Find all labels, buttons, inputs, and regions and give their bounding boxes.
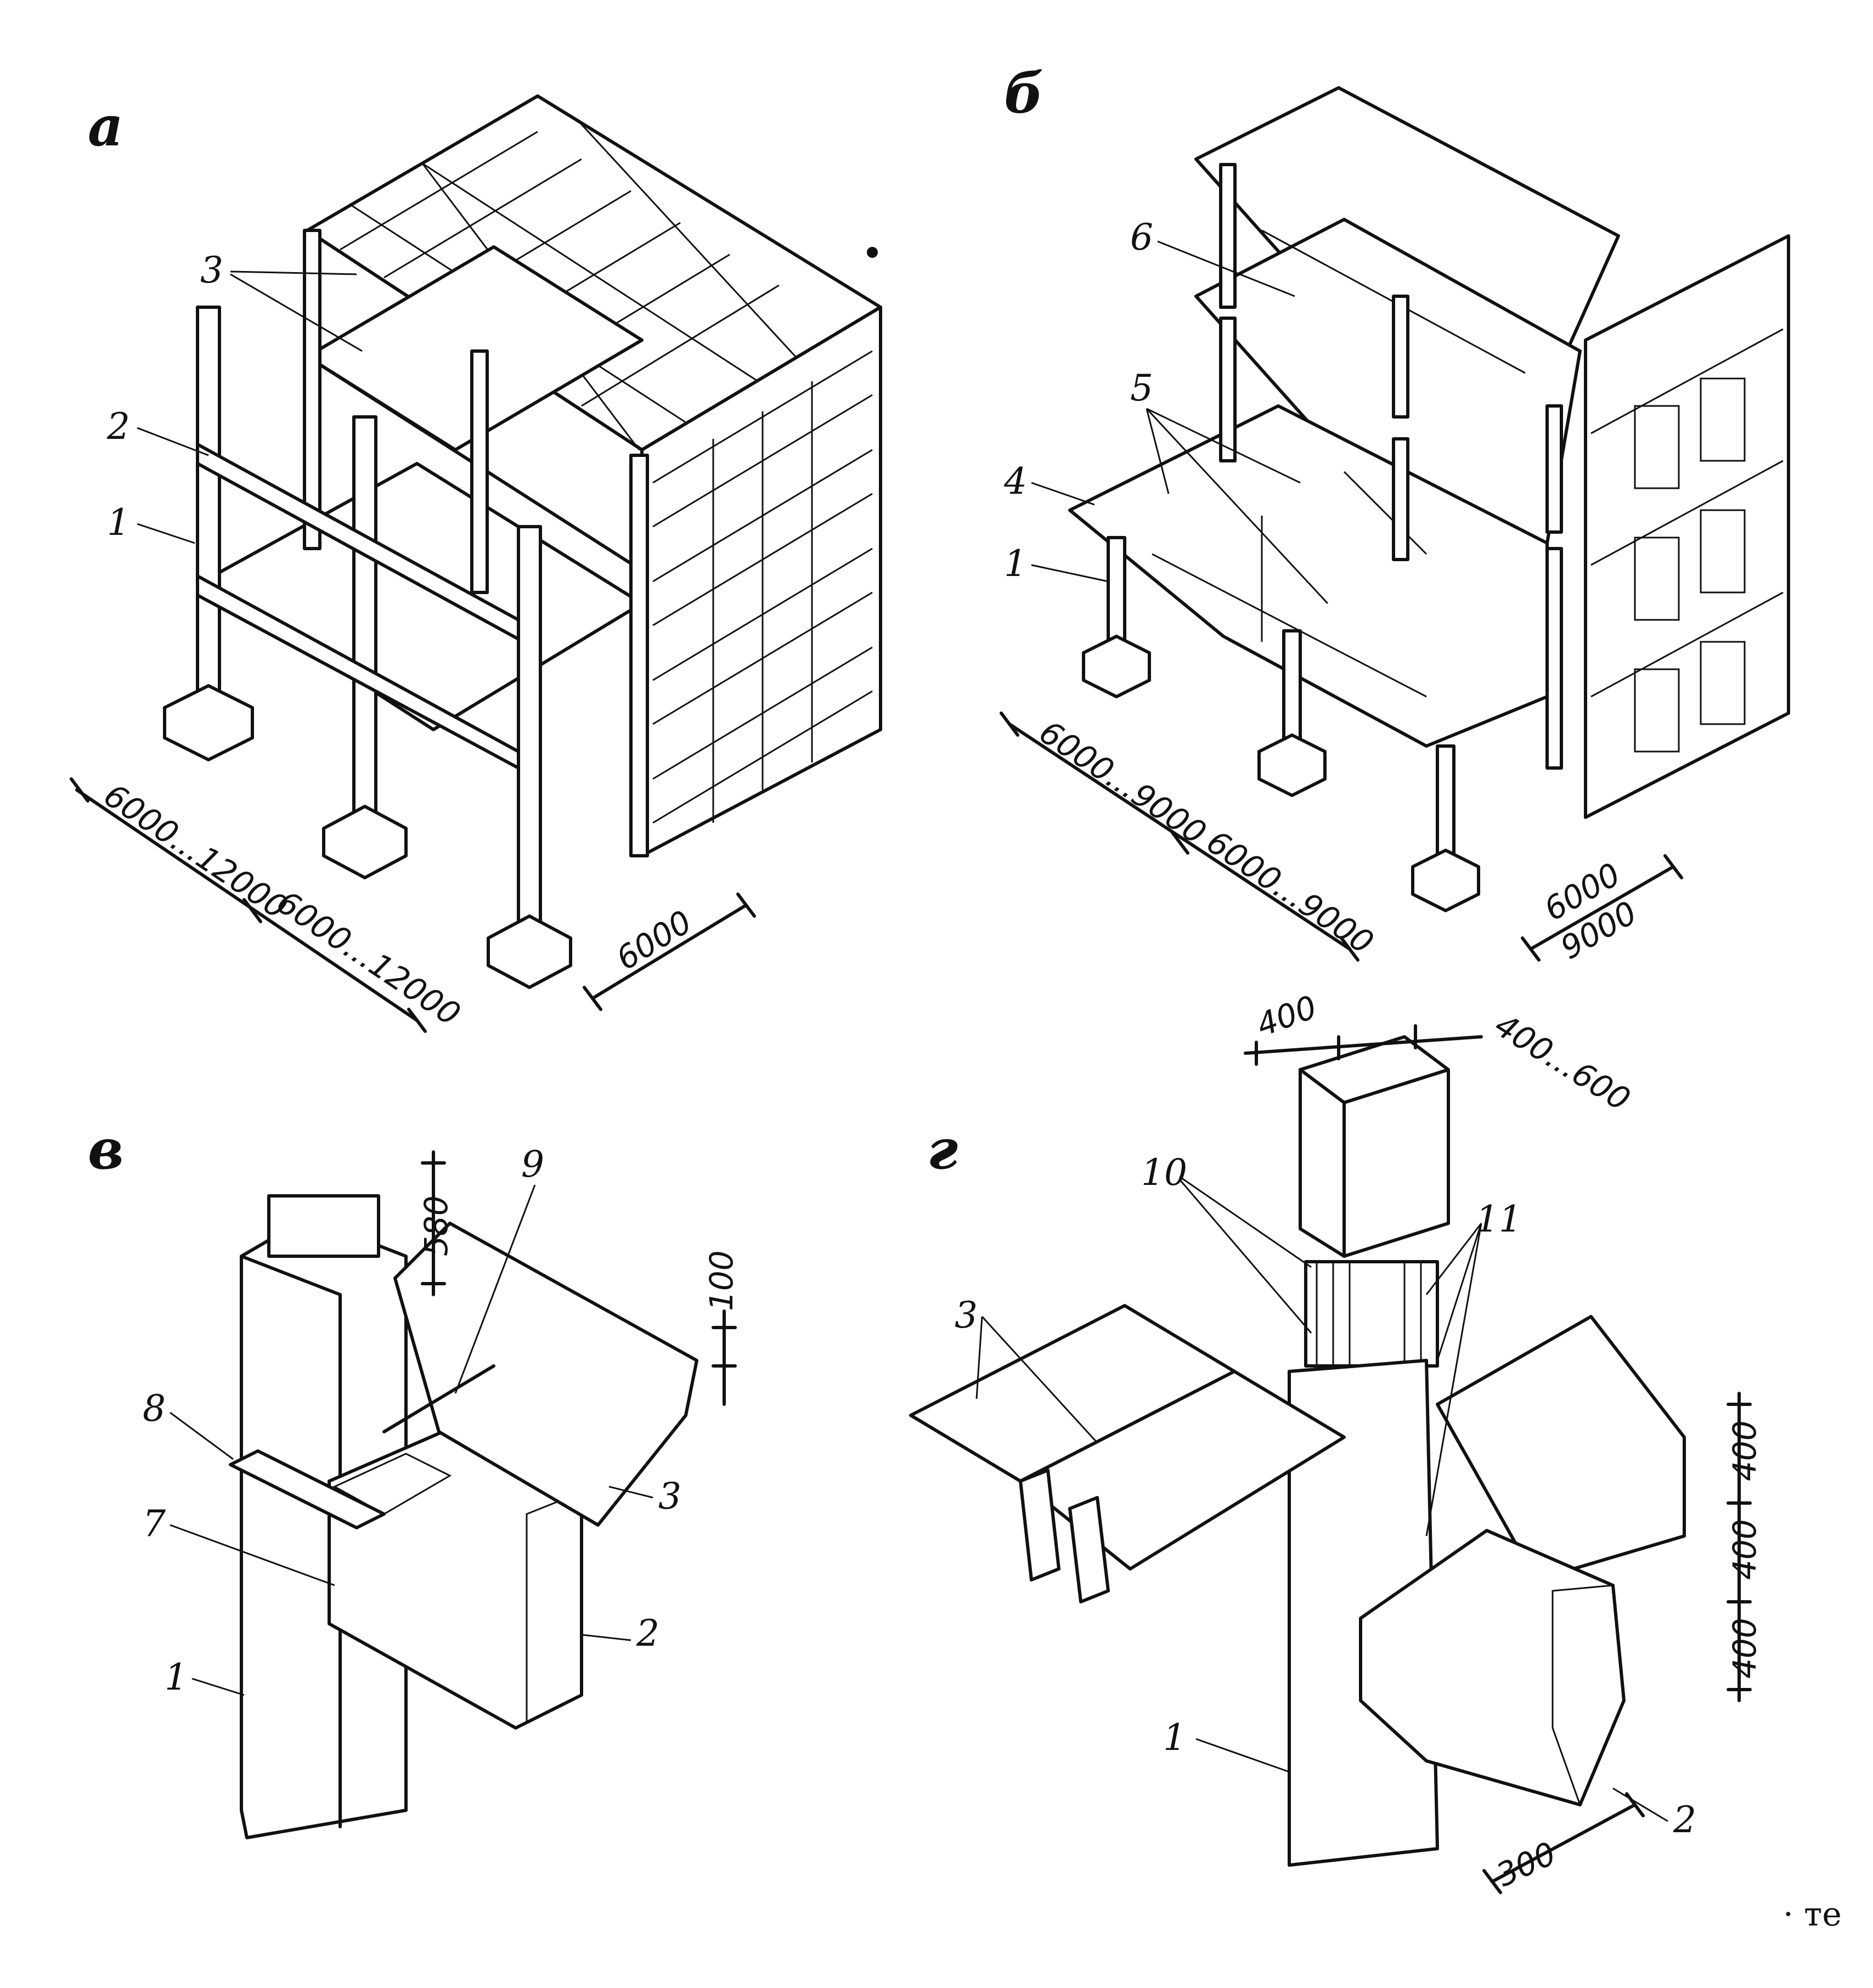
panel-g-slab-rib-2: [1068, 1496, 1110, 1603]
panel-v-tie-bar: [382, 1364, 495, 1433]
panel-g-crossbar-section: [1552, 1584, 1625, 1808]
svg-text:300: 300: [1491, 1834, 1561, 1894]
panel-g-letter: г: [927, 1117, 958, 1182]
panel-g-callouts: 1 2 3 10 11: [955, 1151, 1696, 1841]
svg-text:400: 400: [1252, 988, 1322, 1044]
panel-a-crossbars: [196, 443, 520, 770]
svg-text:6: 6: [1130, 216, 1153, 258]
svg-text:10: 10: [1141, 1151, 1187, 1194]
svg-text:8: 8: [143, 1387, 166, 1430]
svg-text:2: 2: [1673, 1799, 1696, 1841]
svg-text:7: 7: [143, 1503, 166, 1545]
panel-v-floor-slab: [393, 1222, 698, 1527]
svg-text:400: 400: [1726, 1519, 1763, 1580]
panel-b-facade-wall: [1584, 234, 1790, 819]
panel-v-column-head: [267, 1194, 380, 1258]
panel-a-letter: а: [88, 94, 123, 159]
svg-text:400: 400: [1726, 1618, 1763, 1679]
panel-v-letter: в: [88, 1117, 124, 1182]
panel-a: а: [70, 94, 882, 1033]
panel-a-columns: [196, 229, 649, 945]
svg-text:3: 3: [200, 249, 223, 291]
panel-a-callouts: 1 2 3: [106, 249, 363, 544]
panel-b-facade-windows: [1590, 328, 1784, 753]
panel-g-upper-column-side: [1342, 1068, 1450, 1258]
svg-text:3: 3: [955, 1294, 978, 1336]
panel-b-letter: б: [1004, 61, 1043, 126]
panel-g: г 1 2 3: [909, 988, 1763, 1894]
svg-text:1: 1: [165, 1656, 188, 1698]
panel-a-floor-slab-2: [306, 245, 644, 451]
panel-v: в 1 2 3 7 8 9: [88, 1117, 740, 1839]
svg-text:1: 1: [1163, 1716, 1186, 1759]
panel-b: б: [1000, 61, 1790, 967]
svg-text:6000...12000: 6000...12000: [270, 883, 467, 1033]
svg-text:6000: 6000: [610, 903, 698, 978]
panel-b-callouts: 1 4 5 6: [1003, 216, 1329, 605]
svg-text:11: 11: [1476, 1198, 1522, 1240]
panel-b-dimensions: 6000...9000 6000...9000 6000 9000: [1000, 711, 1683, 967]
svg-text:1: 1: [1004, 543, 1027, 585]
panel-g-rebar-lines: [1316, 1262, 1422, 1366]
svg-text:6000...12000: 6000...12000: [97, 776, 294, 926]
panel-a-mark-dot: [867, 247, 878, 258]
panel-b-footings: [1082, 635, 1480, 912]
panel-g-upper-column-front: [1299, 1068, 1346, 1258]
svg-text:6000...9000: 6000...9000: [1200, 823, 1380, 961]
svg-text:4: 4: [1003, 460, 1027, 502]
panel-a-facade-windows: [652, 350, 873, 824]
svg-text:9: 9: [521, 1143, 544, 1185]
svg-text:100: 100: [703, 1250, 740, 1311]
panel-a-footings: [163, 684, 572, 989]
panel-g-slab-rib-1: [1019, 1469, 1060, 1582]
svg-text:2: 2: [636, 1612, 659, 1654]
svg-text:400: 400: [1726, 1420, 1763, 1481]
svg-text:2: 2: [106, 405, 130, 448]
svg-text:5: 5: [1130, 367, 1153, 409]
panel-g-rebar-cage: [1304, 1260, 1439, 1368]
panel-v-dimensions: 580 100: [418, 1150, 740, 1406]
svg-text:580: 580: [418, 1195, 455, 1256]
panel-v-embedded-plate: [229, 1449, 386, 1529]
panel-v-callouts: 1 2 3 7 8 9: [143, 1143, 681, 1698]
corner-text: · те: [1783, 1895, 1842, 1934]
svg-text:1: 1: [107, 501, 130, 544]
svg-text:6000...9000: 6000...9000: [1033, 713, 1213, 851]
svg-text:3: 3: [658, 1475, 681, 1517]
svg-text:400...600: 400...600: [1488, 1006, 1637, 1118]
